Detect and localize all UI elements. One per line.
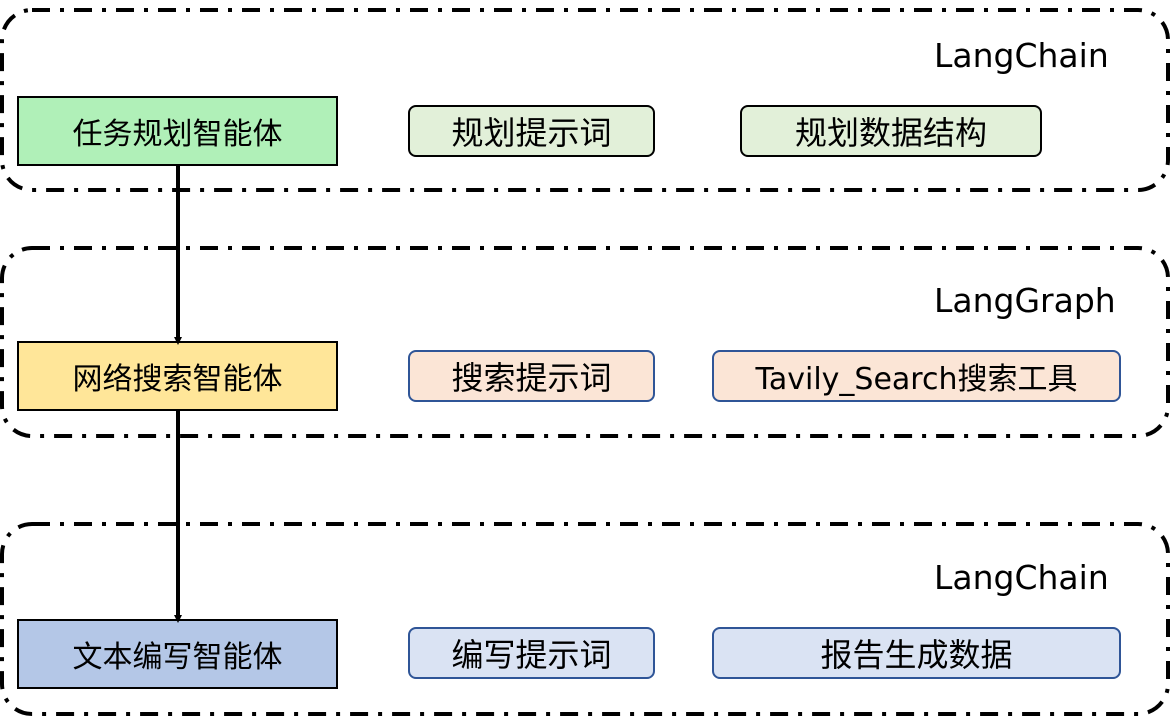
writing-tag-label-2: 报告生成数据 <box>820 636 1013 674</box>
framework-label-3: LangChain <box>934 558 1109 597</box>
section-frame-3 <box>0 522 1170 716</box>
search-tag-label-1: 搜索提示词 <box>451 359 612 397</box>
planning-tag-label-1: 规划提示词 <box>451 114 612 152</box>
search-agent-label: 网络搜索智能体 <box>72 362 283 397</box>
writing-tag-box-1 <box>408 627 655 679</box>
writing-tag-label-1: 编写提示词 <box>451 636 612 674</box>
planning-tag-box-1 <box>408 105 655 157</box>
writing-agent-box <box>17 619 338 689</box>
writing-agent-label: 文本编写智能体 <box>72 640 283 675</box>
planning-tag-label-2: 规划数据结构 <box>794 114 987 152</box>
search-tag-box-1 <box>408 350 655 402</box>
writing-tag-box-2 <box>712 627 1121 679</box>
search-tag-box-2 <box>712 350 1121 402</box>
framework-label-1: LangChain <box>934 36 1109 75</box>
framework-label-2: LangGraph <box>934 281 1116 320</box>
planning-agent-box <box>17 96 338 166</box>
planning-tag-box-2 <box>740 105 1042 157</box>
search-tag-label-2: Tavily_Search搜索工具 <box>755 362 1078 397</box>
section-frame-1 <box>0 8 1170 192</box>
planning-agent-label: 任务规划智能体 <box>72 117 283 152</box>
section-frame-2 <box>0 246 1170 438</box>
